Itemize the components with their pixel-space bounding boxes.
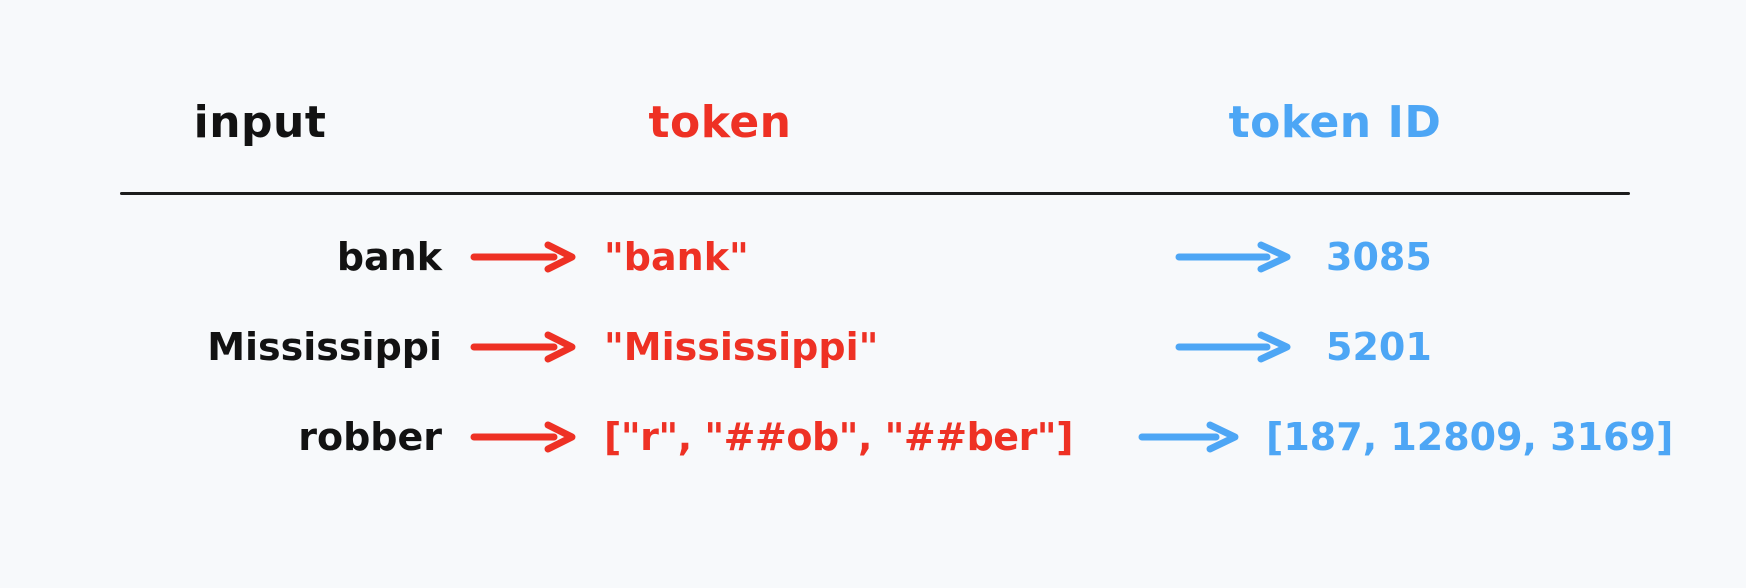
table-header-row: input token token ID (120, 86, 1630, 158)
row-token-id-value: 5201 (1326, 325, 1432, 369)
row-input-value: robber (298, 415, 442, 459)
blue-arrow-right-icon (1160, 330, 1310, 364)
red-arrow-right-icon (460, 240, 590, 274)
red-arrow-right-icon (460, 330, 590, 364)
blue-arrow-right-icon (1130, 420, 1250, 454)
table-body: bank "bank" 3085 Mississippi (0, 212, 1746, 482)
row-token-id-value: 3085 (1326, 235, 1432, 279)
column-header-token-id: token ID (1228, 96, 1442, 148)
column-header-token: token (648, 96, 792, 148)
table-row: robber ["r", "##ob", "##ber"] [187, 1280… (0, 392, 1746, 482)
blue-arrow-right-icon (1160, 240, 1310, 274)
row-input-value: Mississippi (207, 325, 442, 369)
header-divider (120, 192, 1630, 195)
column-header-input: input (193, 96, 327, 148)
row-token-id-value: [187, 12809, 3169] (1266, 415, 1674, 459)
red-arrow-right-icon (460, 420, 590, 454)
row-input-value: bank (336, 235, 442, 279)
table-row: Mississippi "Mississippi" 5201 (0, 302, 1746, 392)
row-token-value: ["r", "##ob", "##ber"] (604, 415, 1073, 459)
row-token-value: "Mississippi" (604, 325, 879, 369)
table-row: bank "bank" 3085 (0, 212, 1746, 302)
row-token-value: "bank" (604, 235, 749, 279)
